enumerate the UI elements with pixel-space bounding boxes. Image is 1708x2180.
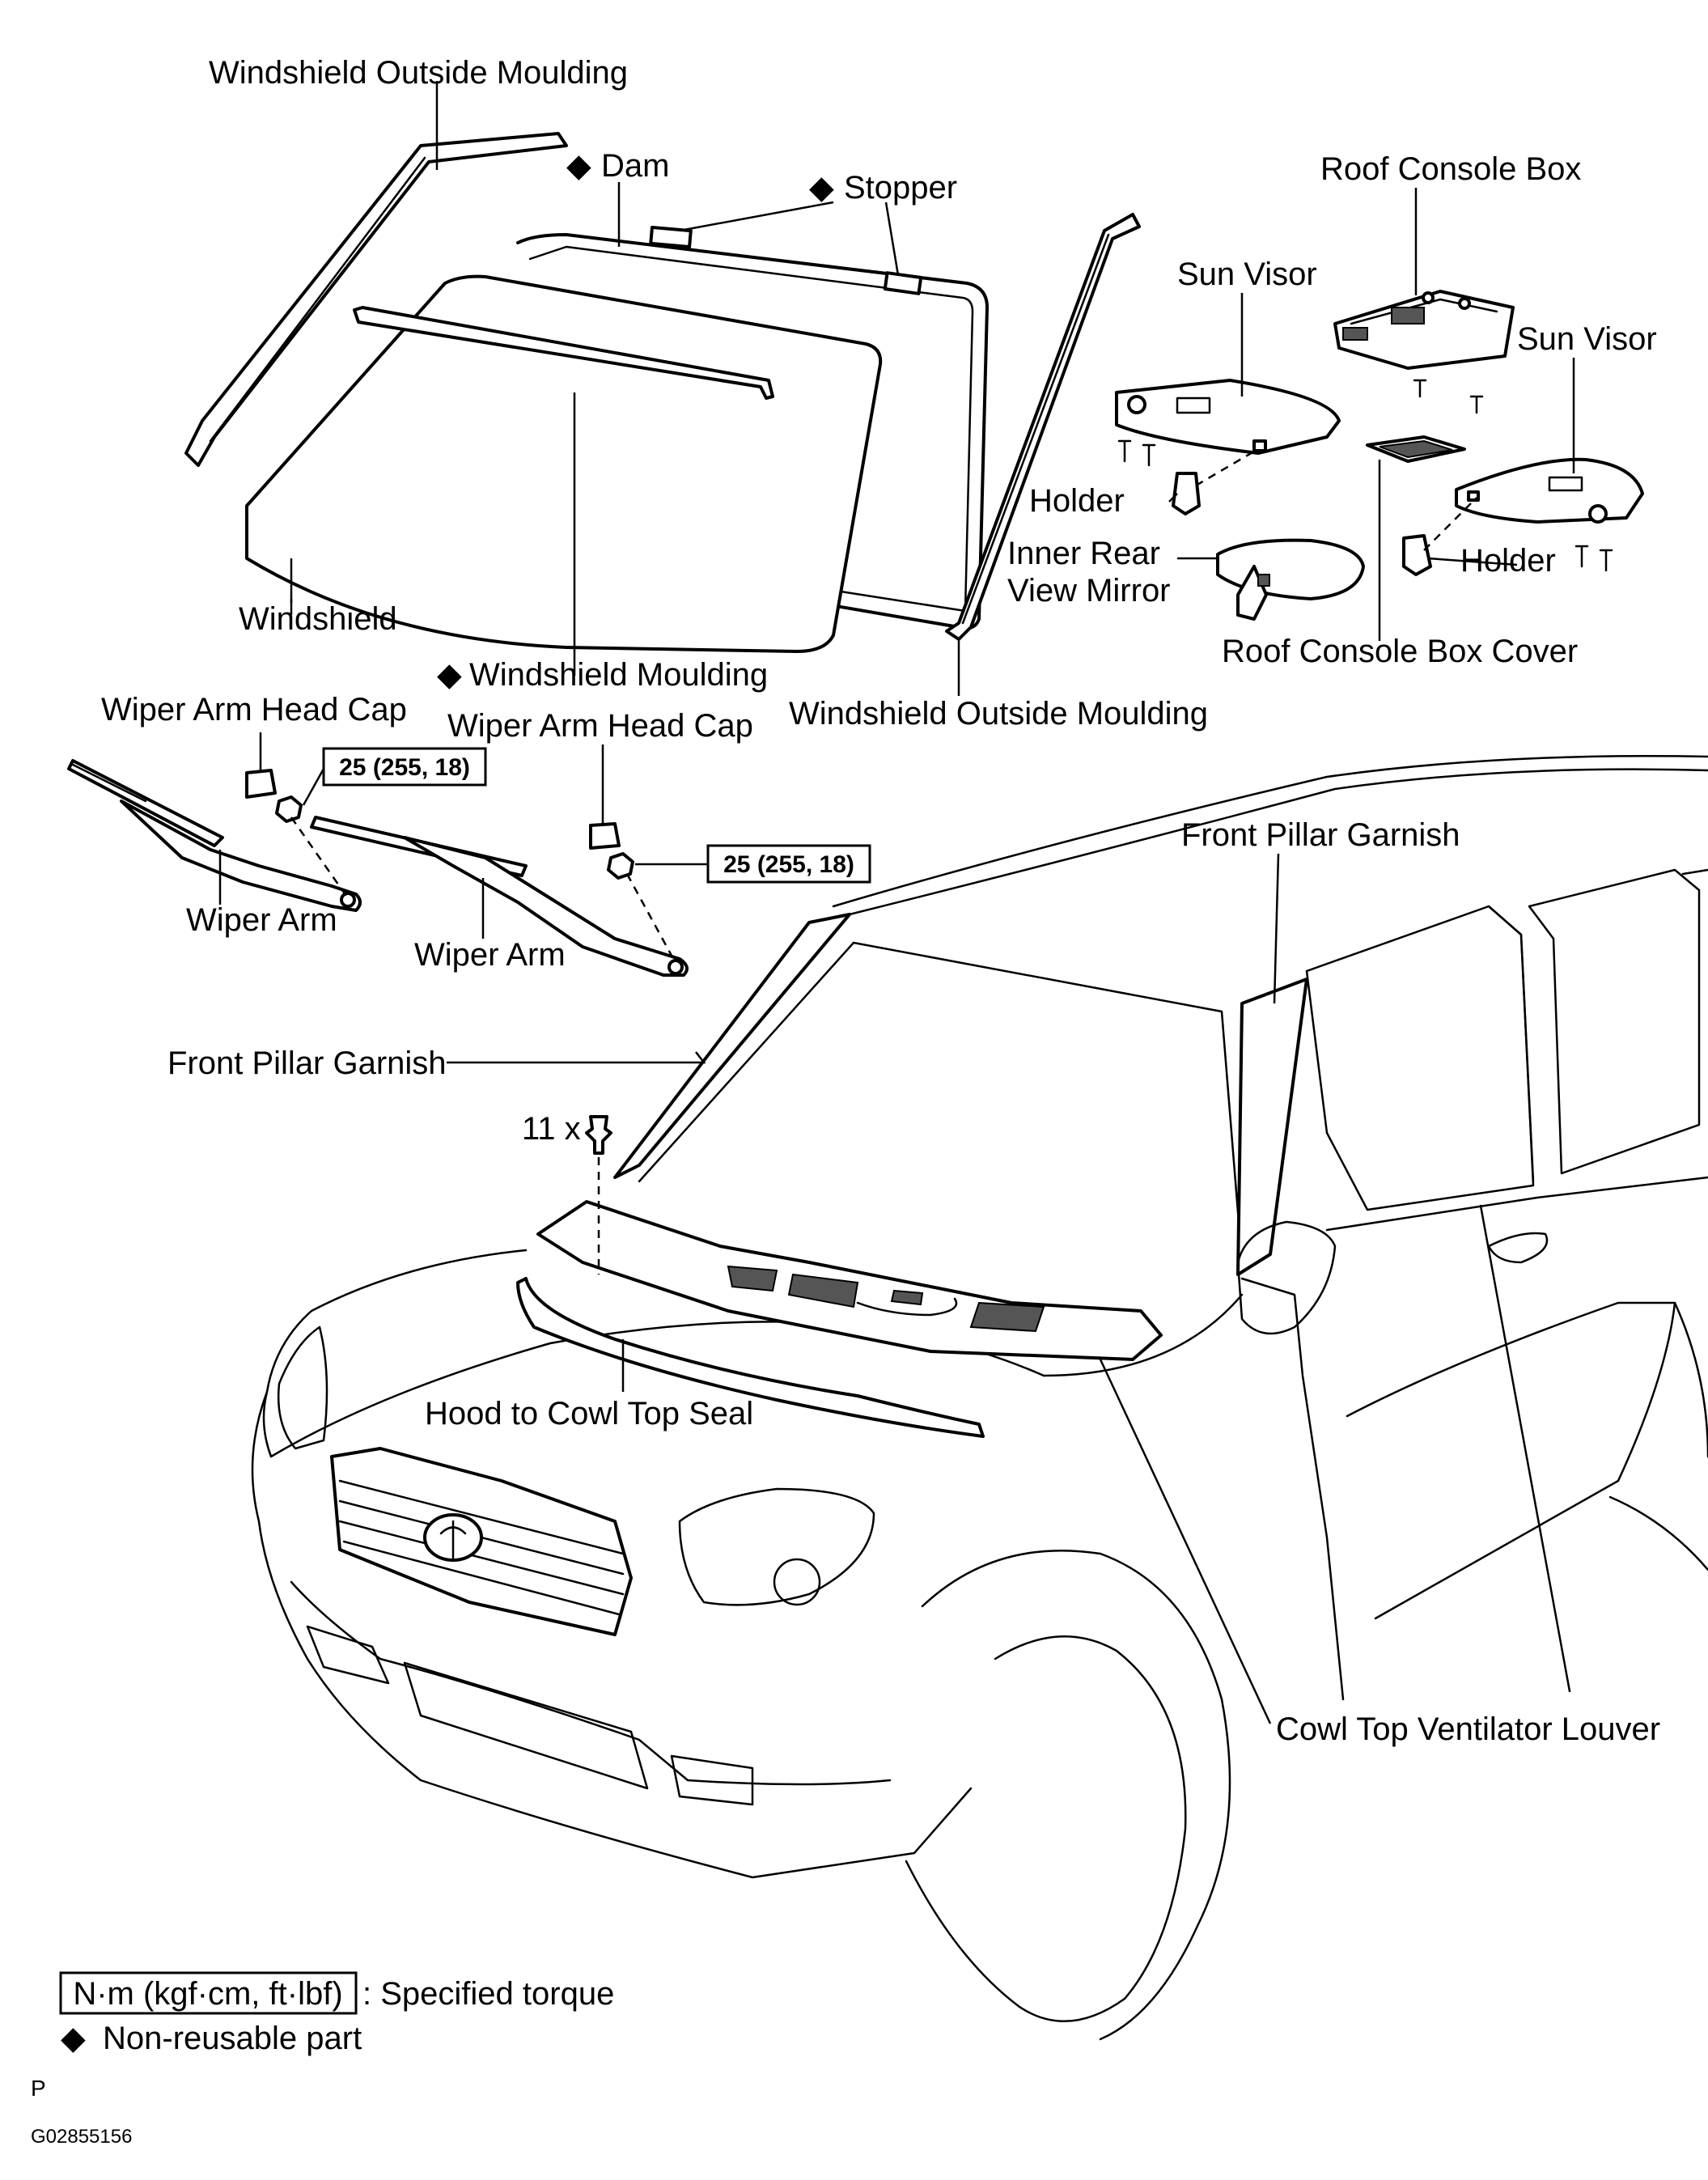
label-front-pillar-garnish-left: Front Pillar Garnish bbox=[167, 1045, 447, 1081]
roof-console-box bbox=[1333, 290, 1515, 370]
wiper-left bbox=[67, 759, 362, 912]
label-windshield-moulding: Windshield Moulding bbox=[469, 657, 768, 693]
torque-box-right: 25 (255, 18) bbox=[635, 844, 871, 884]
diamond-icon: ◆ bbox=[809, 170, 834, 206]
inner-rear-view-mirror bbox=[1216, 538, 1365, 621]
stoppers bbox=[649, 225, 923, 295]
vehicle-body bbox=[251, 755, 1708, 2041]
label-wiper-arm-left: Wiper Arm bbox=[186, 902, 337, 938]
part-labels: Windshield Outside Moulding ◆ Dam ◆ Stop… bbox=[101, 55, 1660, 1747]
console-screws bbox=[1413, 379, 1484, 414]
windshield-outside-moulding-right bbox=[945, 213, 1141, 641]
label-hood-to-cowl-top-seal: Hood to Cowl Top Seal bbox=[425, 1396, 753, 1431]
visor-screws-left bbox=[1117, 439, 1156, 467]
label-holder-left: Holder bbox=[1029, 483, 1125, 519]
figure-code: G02855156 bbox=[31, 2126, 132, 2148]
label-stopper: Stopper bbox=[844, 170, 957, 206]
label-holder-right: Holder bbox=[1460, 543, 1556, 579]
footer: P G02855156 bbox=[31, 2076, 132, 2148]
label-roof-console-box: Roof Console Box bbox=[1320, 151, 1581, 187]
label-dam: Dam bbox=[601, 148, 669, 184]
label-cowl-top-ventilator-louver: Cowl Top Ventilator Louver bbox=[1276, 1711, 1660, 1747]
label-wiper-arm-head-cap-right: Wiper Arm Head Cap bbox=[447, 708, 753, 744]
clip-icon bbox=[585, 1115, 612, 1274]
wiper-right bbox=[310, 816, 689, 977]
legend-torque-unit: N·m (kgf·cm, ft·lbf) bbox=[73, 1976, 342, 2012]
label-front-pillar-garnish-right: Front Pillar Garnish bbox=[1181, 817, 1460, 853]
wiper-nut-right bbox=[607, 852, 677, 964]
label-ws-outside-moulding-bottom: Windshield Outside Moulding bbox=[789, 696, 1208, 732]
holder-right bbox=[1402, 497, 1477, 576]
windshield-glass bbox=[245, 274, 883, 653]
label-clip-count: 11 x bbox=[522, 1111, 581, 1147]
label-ws-outside-moulding-top: Windshield Outside Moulding bbox=[209, 55, 628, 91]
visor-screws-right bbox=[1574, 545, 1613, 572]
sun-visor-left bbox=[1115, 379, 1341, 455]
leader-lines bbox=[218, 81, 1575, 1724]
label-sun-visor-left: Sun Visor bbox=[1177, 257, 1317, 292]
wiper-nut-left bbox=[275, 795, 350, 899]
label-roof-console-box-cover: Roof Console Box Cover bbox=[1222, 634, 1578, 669]
diamond-icon: ◆ bbox=[437, 657, 462, 693]
label-wiper-arm-right: Wiper Arm bbox=[414, 937, 566, 973]
roof-console-box-cover bbox=[1366, 435, 1466, 463]
label-inner-rear-line1: Inner Rear bbox=[1007, 536, 1160, 571]
torque-box-left: 25 (255, 18) bbox=[302, 747, 487, 806]
diamond-icon: ◆ bbox=[566, 148, 591, 184]
windshield-outside-moulding-left bbox=[184, 132, 568, 467]
label-wiper-arm-head-cap-left: Wiper Arm Head Cap bbox=[101, 692, 407, 727]
label-sun-visor-right: Sun Visor bbox=[1517, 321, 1657, 357]
sun-visor-right bbox=[1455, 457, 1644, 524]
legend-nonreusable-desc: Non-reusable part bbox=[103, 2021, 362, 2056]
windshield-moulding-strip bbox=[353, 306, 774, 400]
legend: N·m (kgf·cm, ft·lbf) : Specified torque … bbox=[59, 1971, 614, 2056]
wiper-head-cap-right bbox=[589, 822, 621, 850]
label-inner-rear-line2: View Mirror bbox=[1007, 573, 1171, 609]
legend-torque-desc: : Specified torque bbox=[362, 1976, 614, 2012]
wiper-head-cap-left bbox=[245, 769, 277, 799]
label-windshield: Windshield bbox=[239, 601, 397, 637]
torque-value-right: 25 (255, 18) bbox=[723, 851, 854, 878]
torque-value-left: 25 (255, 18) bbox=[339, 754, 470, 781]
diamond-icon: ◆ bbox=[61, 2021, 86, 2056]
page-letter: P bbox=[31, 2076, 46, 2101]
holder-left bbox=[1172, 447, 1259, 515]
